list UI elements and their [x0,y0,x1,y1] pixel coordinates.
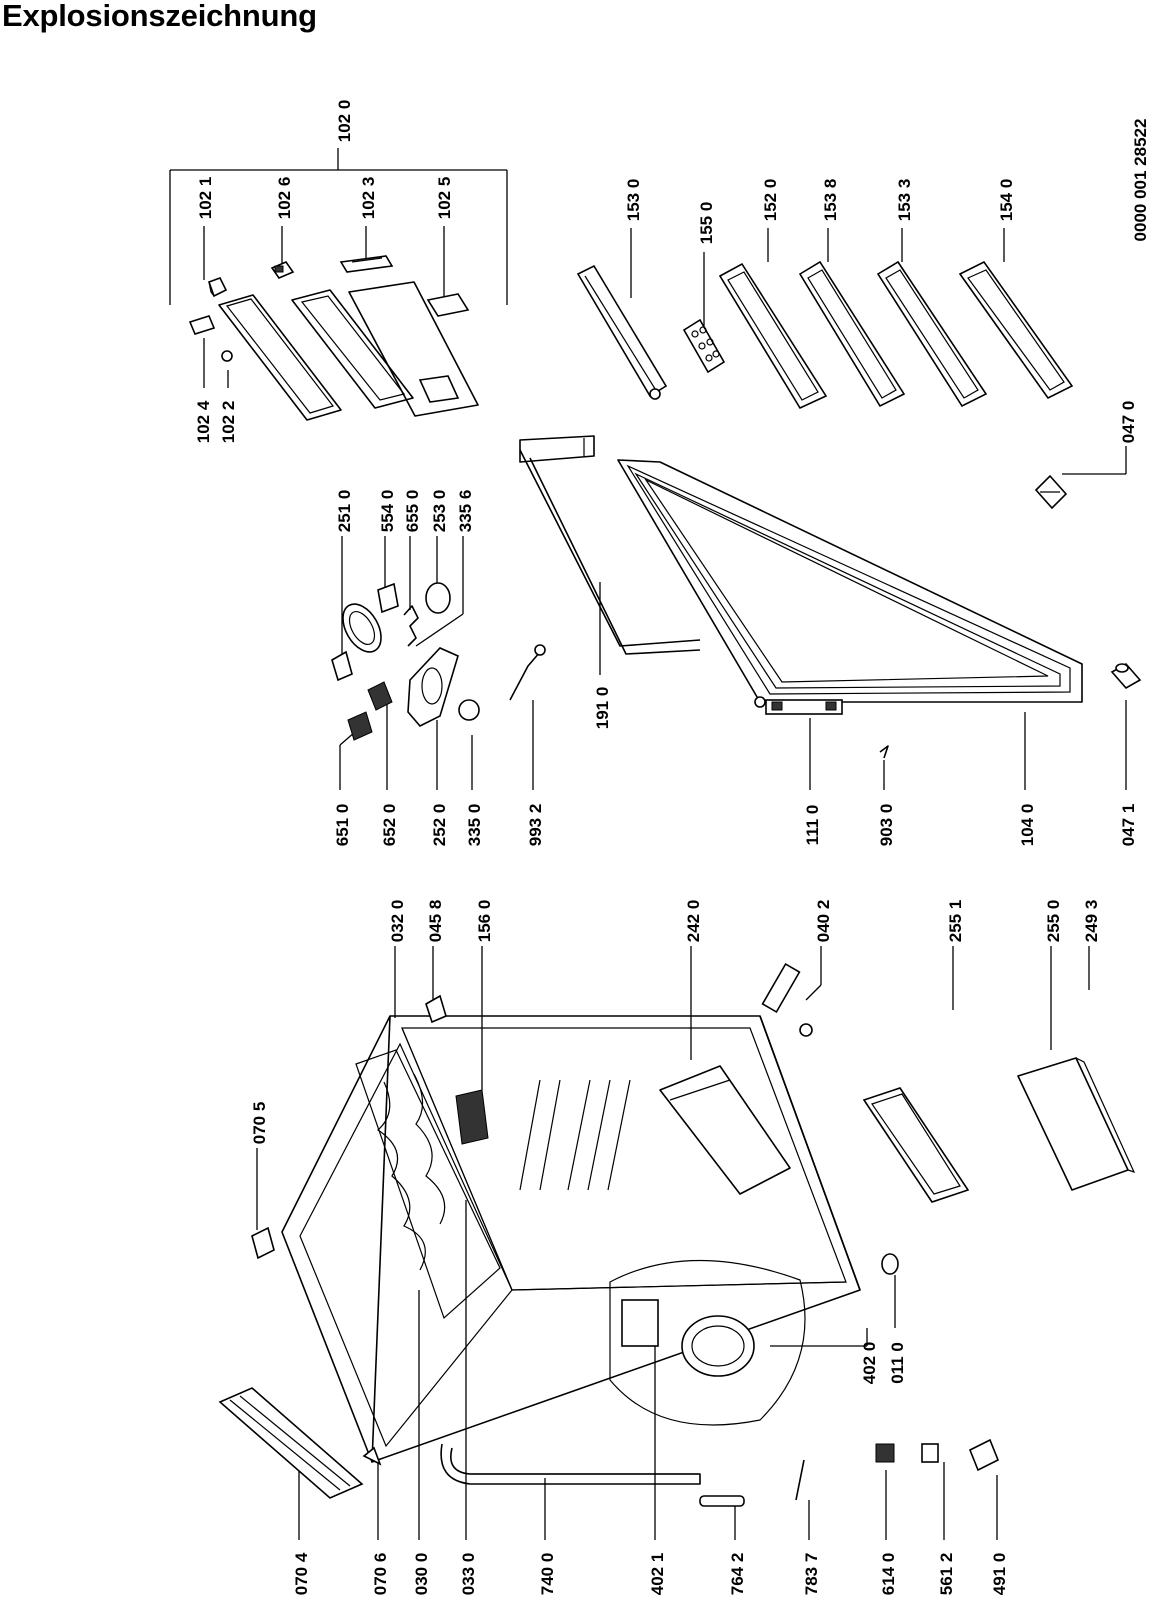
label-102-4: 102 4 [194,400,213,443]
label-402-0: 402 0 [860,1342,879,1385]
label-764-2: 764 2 [728,1553,747,1596]
label-903-0: 903 0 [877,804,896,847]
label-153-3: 153 3 [895,179,914,222]
label-155-0: 155 0 [697,202,716,245]
label-153-8: 153 8 [821,179,840,222]
label-102-5: 102 5 [435,177,454,220]
label-152-0: 152 0 [761,179,780,222]
label-249-3: 249 3 [1082,900,1101,943]
label-153-0: 153 0 [624,179,643,222]
freezer-flap-parts [188,255,479,421]
label-253-0: 253 0 [430,490,449,533]
label-652-0: 652 0 [380,804,399,847]
thermostat-parts [331,582,546,741]
label-655-0: 655 0 [403,490,422,533]
label-783-7: 783 7 [802,1553,821,1596]
label-032-0: 032 0 [388,900,407,943]
label-011-0: 011 0 [888,1342,907,1384]
label-651-0: 651 0 [333,804,352,847]
label-104-0: 104 0 [1018,804,1037,847]
label-191-0: 191 0 [593,687,612,730]
label-335-0: 335 0 [465,804,484,847]
label-491-0: 491 0 [990,1553,1009,1596]
label-154-0: 154 0 [997,179,1016,222]
label-070-6: 070 6 [371,1553,390,1596]
part-labels: 102 0 102 1 102 6 102 3 102 5 102 4 102 … [194,100,1150,1596]
label-111-0: 111 0 [803,805,822,846]
label-102-6: 102 6 [275,177,294,220]
label-561-2: 561 2 [937,1553,956,1596]
label-doc-number: 0000 001 28522 [1131,119,1150,242]
label-070-5: 070 5 [250,1102,269,1145]
door-shelves [576,260,1074,410]
label-102-1: 102 1 [196,177,215,220]
label-047-1: 047 1 [1119,804,1138,847]
label-252-0: 252 0 [430,804,449,847]
label-040-2: 040 2 [814,900,833,943]
label-102-2: 102 2 [219,401,238,444]
label-102-3: 102 3 [359,177,378,220]
label-251-0: 251 0 [335,490,354,533]
label-255-1: 255 1 [946,900,965,943]
cabinet-body [218,962,1136,1507]
door-assembly [519,435,1142,759]
label-993-2: 993 2 [526,804,545,847]
page-title: Explosionszeichnung [2,0,317,33]
label-335-6: 335 6 [456,490,475,533]
label-740-0: 740 0 [538,1553,557,1596]
label-033-0: 033 0 [459,1553,478,1596]
label-242-0: 242 0 [684,900,703,943]
label-402-1: 402 1 [648,1553,667,1596]
label-070-4: 070 4 [292,1552,311,1595]
label-554-0: 554 0 [378,490,397,533]
label-255-0: 255 0 [1044,900,1063,943]
label-156-0: 156 0 [475,900,494,943]
label-045-8: 045 8 [426,900,445,943]
label-614-0: 614 0 [879,1553,898,1596]
label-102-0: 102 0 [335,100,354,143]
label-030-0: 030 0 [412,1553,431,1596]
label-047-0: 047 0 [1119,401,1138,444]
